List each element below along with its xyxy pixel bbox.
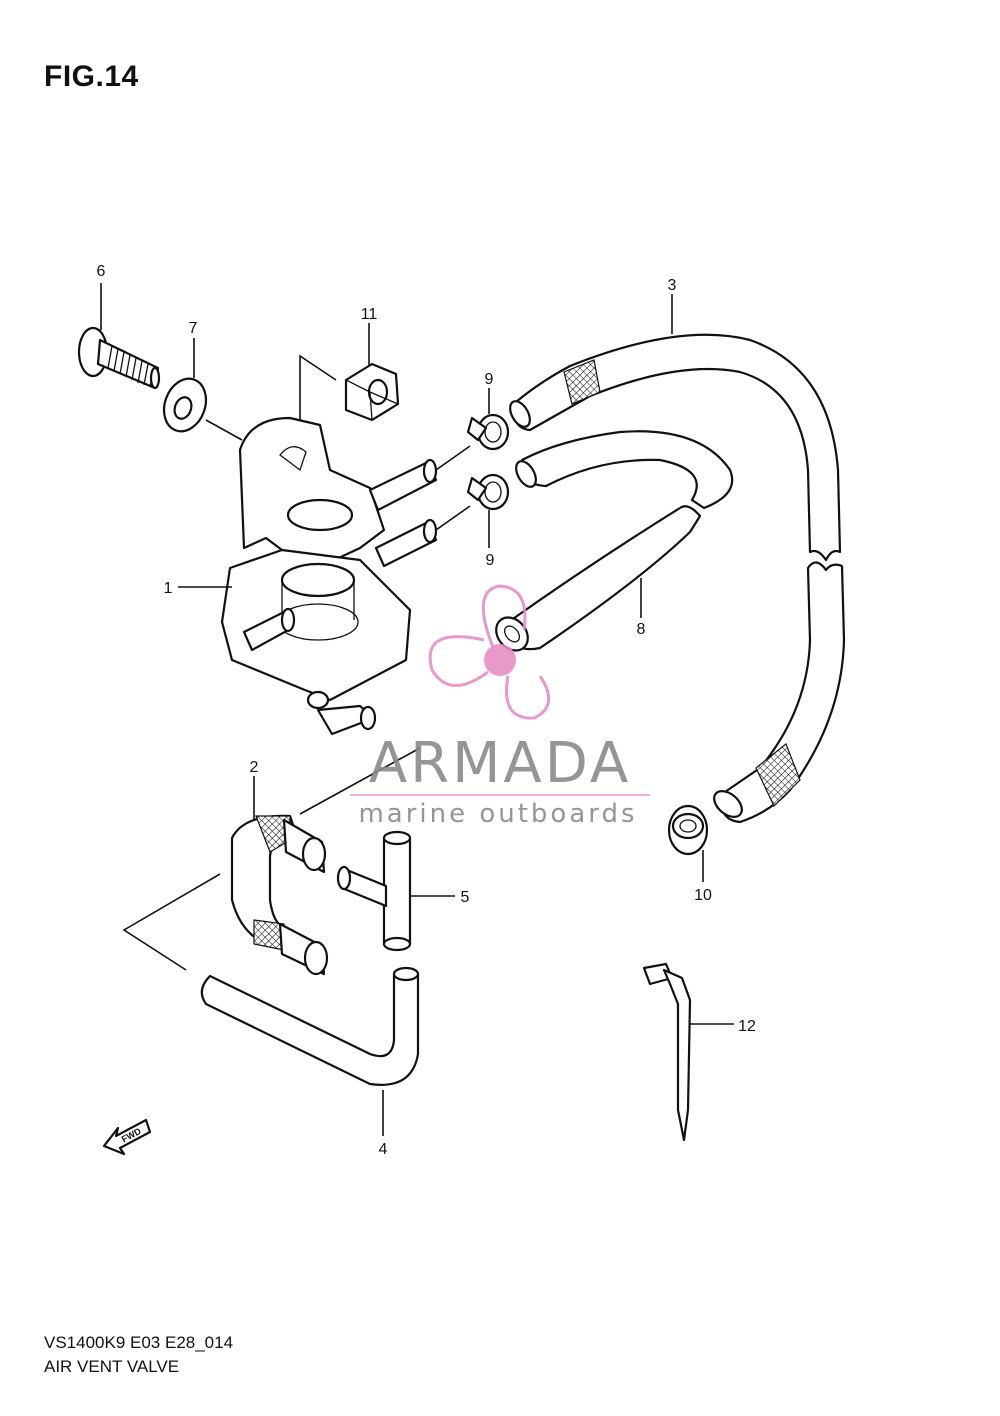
air-vent-valve-part-1 [220,416,438,736]
clip-part-9-upper [466,413,510,451]
hose-part-4 [200,966,420,1086]
leader-line-9c [435,445,471,471]
fwd-arrow: FWD [102,1118,152,1156]
leader-line-7b [205,419,243,441]
hose-part-3 [509,333,846,824]
propeller-logo [428,584,551,720]
bolt-part-6 [77,326,161,390]
leader-line-2b [299,747,421,815]
callout-4: 4 [379,1141,388,1158]
hose-part-2 [230,814,329,976]
callout-11: 11 [361,306,378,323]
washer-part-7 [162,377,208,433]
pin-part-12 [642,962,692,1142]
callout-6: 6 [97,263,106,280]
callout-5: 5 [461,889,470,906]
leader-line-11b [299,354,337,430]
callout-10: 10 [694,887,712,904]
callout-7: 7 [189,320,198,337]
diagram-code: VS1400K9 E03 E28_014 [44,1333,234,1352]
callout-8: 8 [637,621,646,638]
callout-9-upper: 9 [485,371,494,388]
watermark-brand: ARMADA [369,731,631,796]
callout-9-lower: 9 [486,552,495,569]
clip-part-9-lower [466,473,510,511]
watermark-tagline: marine outboards [358,799,637,829]
watermark: ARMADA marine outboards [350,584,650,829]
callout-12: 12 [738,1018,756,1035]
figure-title: FIG.14 [44,60,139,93]
hose-part-8 [495,430,734,652]
leader-bracket-2-4 [122,873,221,971]
callout-1: 1 [164,580,173,597]
t-joint-part-5 [336,830,412,952]
callout-3: 3 [668,277,677,294]
nut-part-11 [344,362,400,422]
callout-2: 2 [250,759,259,776]
diagram-name: AIR VENT VALVE [44,1357,180,1376]
grommet-part-10 [667,804,709,856]
leader-line-9d [435,505,471,531]
